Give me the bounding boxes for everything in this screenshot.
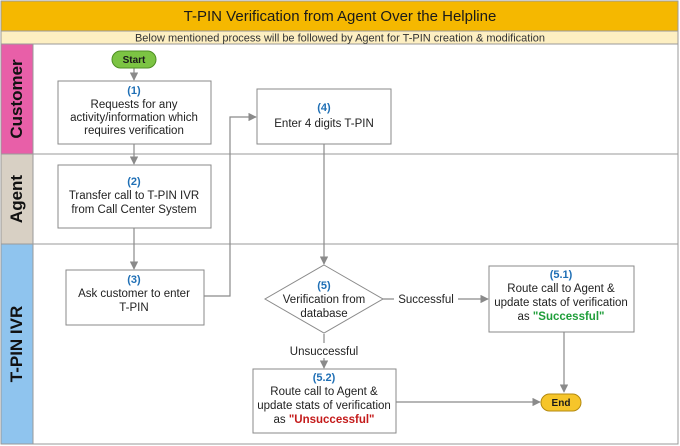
edge-label-bg-success: [394, 291, 458, 306]
step-2-line-1: Transfer call to T-PIN IVR: [69, 190, 199, 202]
lane-label-agent: Agent: [7, 175, 26, 224]
step-5-1-line-1: Route call to Agent &: [507, 283, 615, 295]
edge-label-successful: Successful: [398, 294, 454, 306]
step-2-number: (2): [127, 176, 141, 188]
step-5-1-line-3: as "Successful": [518, 311, 605, 323]
step-4-number: (4): [317, 102, 331, 114]
diagram-title: T-PIN Verification from Agent Over the H…: [184, 8, 497, 25]
step-3-line-2: T-PIN: [119, 302, 148, 314]
edge-label-unsuccessful: Unsuccessful: [290, 346, 358, 358]
step-1-box: [57, 80, 212, 145]
end-terminal: [540, 393, 582, 412]
step-5-2-line-3: as "Unsuccessful": [273, 414, 374, 426]
step-5-2-box: [252, 368, 397, 434]
step-5-1-box: [488, 265, 635, 333]
step-4-box: [256, 88, 392, 145]
step-5-2-line-1: Route call to Agent &: [270, 386, 378, 398]
title-bar: [0, 0, 679, 32]
step-1-line-3: requires verification: [84, 125, 184, 137]
step-5-number: (5): [317, 280, 331, 292]
step-2-box: [57, 164, 212, 229]
step-1-line-1: Requests for any: [91, 99, 178, 111]
lane-label-ivr: T-PIN IVR: [7, 306, 26, 383]
step-4-line-1: Enter 4 digits T-PIN: [274, 118, 374, 130]
step-3-line-1: Ask customer to enter: [78, 288, 190, 300]
edge-3-to-4: [204, 112, 257, 297]
subtitle-bar: [0, 30, 679, 45]
step-1-number: (1): [127, 85, 141, 97]
step-3-box: [65, 269, 205, 326]
step-5-1-prefix: as: [518, 311, 533, 323]
step-5-line-1: Verification from: [283, 294, 365, 306]
step-5-line-2: database: [300, 308, 347, 320]
end-label: End: [552, 398, 571, 409]
step-1-line-2: activity/information which: [70, 112, 198, 124]
start-label: Start: [123, 55, 146, 66]
lane-label-customer: Customer: [7, 59, 26, 139]
lane-header-customer: [0, 43, 34, 155]
step-5-1-line-2: update stats of verification: [494, 297, 628, 309]
start-terminal: [111, 50, 157, 69]
step-5-2-status: "Unsuccessful": [289, 414, 375, 426]
step-5-2-prefix: as: [273, 414, 288, 426]
step-5-1-status: "Successful": [533, 311, 605, 323]
diagram-subtitle: Below mentioned process will be followed…: [135, 33, 545, 45]
lane-header-ivr: [0, 243, 34, 445]
step-5-1-number: (5.1): [550, 269, 573, 281]
step-5-2-line-2: update stats of verification: [257, 400, 391, 412]
step-5-decision: [263, 264, 385, 334]
step-2-line-2: from Call Center System: [71, 204, 196, 216]
step-3-number: (3): [127, 274, 141, 286]
step-5-2-number: (5.2): [313, 372, 336, 384]
edge-label-bg-fail: [284, 343, 364, 358]
